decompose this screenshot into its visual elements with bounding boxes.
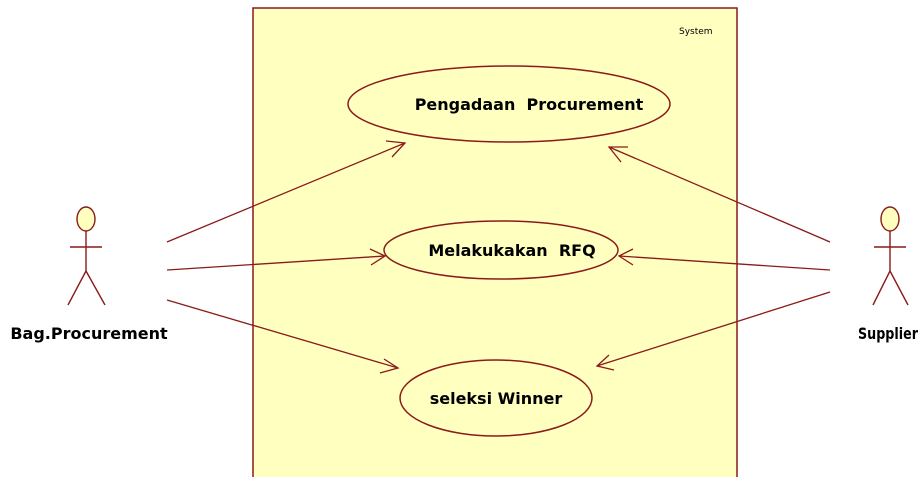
- arrowhead: [385, 140, 407, 158]
- arrowhead: [379, 358, 400, 374]
- use-case-ellipse: [347, 65, 671, 143]
- use-case-ellipse: [399, 359, 593, 437]
- actor-head: [880, 206, 900, 232]
- actor-supplier[interactable]: [872, 206, 909, 306]
- association-supplier-to-pengadaan[interactable]: [607, 146, 831, 243]
- association-supplier-to-seleksi[interactable]: [595, 291, 831, 371]
- association-supplier-to-rfq[interactable]: [617, 248, 831, 271]
- association-line: [166, 142, 406, 243]
- arrowhead: [369, 248, 387, 266]
- use-case-label: Pengadaan Procurement: [415, 95, 644, 114]
- associations: [166, 140, 831, 374]
- use-case-ellipse: [383, 220, 619, 280]
- association-line: [618, 255, 831, 271]
- arrowhead: [595, 354, 615, 371]
- actor-bag-procurement[interactable]: [67, 206, 106, 306]
- actor-left-leg: [872, 270, 891, 306]
- actor-right-leg: [889, 270, 909, 306]
- actor-label-supplier: Supplier: [858, 324, 918, 343]
- association-bag-procurement-to-rfq[interactable]: [166, 248, 387, 271]
- arrowhead: [607, 146, 628, 163]
- actor-right-leg: [85, 270, 106, 306]
- use-case-pengadaan-procurement[interactable]: Pengadaan Procurement: [347, 65, 671, 143]
- association-bag-procurement-to-seleksi[interactable]: [166, 299, 400, 374]
- association-line: [166, 255, 386, 271]
- association-bag-procurement-to-pengadaan[interactable]: [166, 140, 407, 243]
- use-case-label: Melakukakan RFQ: [428, 241, 595, 260]
- arrowhead: [617, 248, 634, 266]
- use-case-seleksi-winner[interactable]: seleksi Winner: [399, 359, 593, 437]
- use-case-label: seleksi Winner: [430, 389, 563, 408]
- association-line: [596, 291, 831, 367]
- actor-left-leg: [67, 270, 87, 306]
- association-line: [166, 299, 399, 369]
- system-title: System: [679, 27, 713, 37]
- association-line: [608, 146, 831, 243]
- actor-label-bag-procurement: Bag.Procurement: [10, 324, 168, 343]
- actor-head: [76, 206, 96, 232]
- use-case-melakukakan-rfq[interactable]: Melakukakan RFQ: [383, 220, 619, 280]
